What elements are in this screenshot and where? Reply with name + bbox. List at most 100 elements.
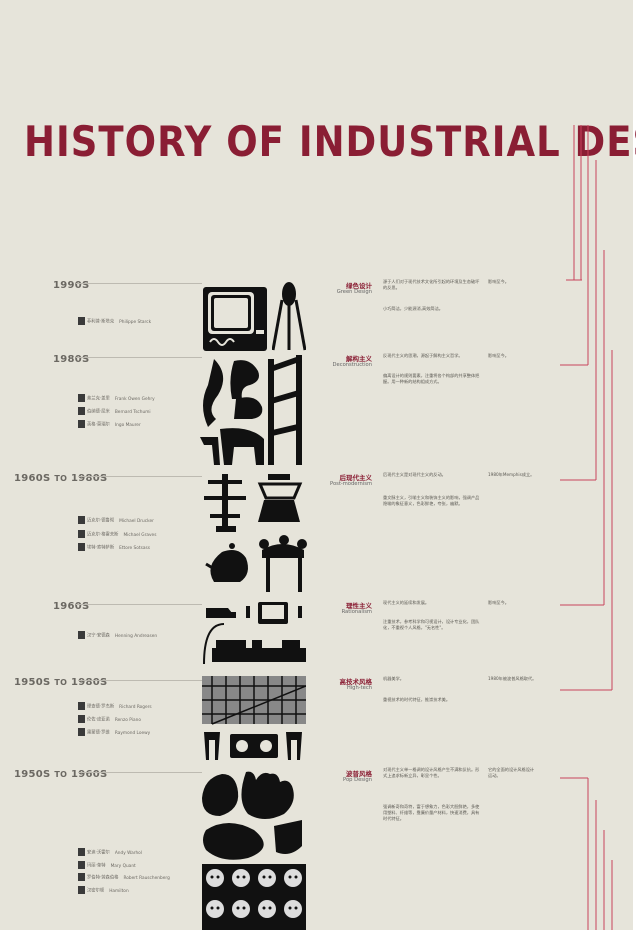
era-rule [78, 680, 202, 681]
era-end: 1980S [71, 677, 108, 688]
style-desc: 源于人们对于现代技术文化所引起的环境及生态破坏的反思。 [383, 279, 480, 291]
designer-en: Andy Warhol [114, 850, 143, 856]
designer-item: 伦佐·皮亚诺 Renzo Piano [78, 715, 141, 724]
era-rule [76, 283, 202, 284]
designer-cn: 伯纳德·屈米 [87, 409, 110, 415]
era-label: 1980S [53, 354, 90, 365]
style-desc: 机器美学。 [383, 676, 404, 681]
designer-en: Ingo Maurer [114, 422, 141, 428]
designer-cn: 迈克尔·格雷夫斯 [87, 532, 119, 538]
designer-item: 菲利普·斯塔克 Philippe Starck [78, 317, 151, 326]
tv-icon [203, 287, 267, 351]
era-rule [76, 604, 202, 605]
era-label: 1990S [53, 280, 90, 291]
designer-item: 罗伯特·劳森伯格 Robert Rauschenberg [78, 873, 170, 882]
style-desc: 对现代主义单一格调的设计风格产生不满和反抗。形式上追求标新立异，彰显个性。 [383, 767, 480, 779]
style-cn: 理性主义 [346, 602, 372, 610]
style-desc: 现代主义的延续和发展。 [383, 600, 430, 605]
poster-title: HISTORY OF INDUSTRIAL DESIGN [24, 118, 636, 167]
style-desc: 偏离设计的规则要素，注重将各个构部的共享整体把握。用一种新的结构组成方式。 [383, 373, 480, 385]
style-cn: 绿色设计 [346, 282, 372, 290]
designer-en: Michael Graves [123, 532, 157, 538]
style-note: 1980年Memphis成立。 [488, 472, 535, 477]
style-desc: 后现代主义是对现代主义的反动。 [383, 472, 446, 477]
style-note: 影响至今。 [488, 279, 509, 284]
style-desc: 注重技术，参考科学和可视设计，设计专业化，团队化，不重视个人风格，"无名性"。 [383, 619, 480, 631]
designer-item: 汉密尔顿 Hamilton [78, 886, 129, 895]
era-rule [76, 357, 202, 358]
portrait-photo [78, 317, 85, 325]
electronics-icon [203, 602, 306, 665]
style-en: High-tech [346, 685, 372, 691]
style-desc: 重文脉主义，引喻主义和装饰主义的影响，强调产品隐喻的象征意义，色彩鲜艳，夸张，幽… [383, 495, 480, 507]
designer-en: Philippe Starck [119, 319, 152, 325]
designer-cn: 理查德·罗杰斯 [87, 704, 115, 710]
chair-icon [200, 355, 302, 465]
portrait-photo [78, 516, 85, 524]
style-en: Post-modernism [330, 481, 372, 487]
portrait-photo [78, 702, 85, 710]
era-rule [78, 476, 202, 477]
style-cn: 高技术风格 [339, 678, 373, 686]
era-to: TO [54, 474, 68, 483]
portrait-photo [78, 631, 85, 639]
era-label: 1960S [53, 601, 90, 612]
designer-cn: 迈克尔·德鲁彻 [87, 518, 115, 524]
style-cn: 解构主义 [346, 355, 372, 363]
style-en: Deconstruction [332, 362, 372, 368]
designer-item: 迈克尔·德鲁彻 Michael Drucker [78, 516, 154, 525]
designer-en: Hamilton [109, 888, 129, 894]
designer-cn: 英格·莫瑞尔 [87, 422, 110, 428]
designer-cn: 汉密尔顿 [87, 888, 105, 894]
designer-item: 理查德·罗杰斯 Richard Rogers [78, 702, 152, 711]
portrait-photo [78, 407, 85, 415]
portrait-photo [78, 715, 85, 723]
era-end: 1960S [71, 769, 108, 780]
style-note: 影响至今。 [488, 353, 509, 358]
designer-cn: 玛丽·奎特 [87, 863, 106, 869]
portrait-photo [78, 420, 85, 428]
style-desc: 强调新奇和奇特，富于想象力，色彩大胆鲜艳，多使用塑料、纤维等，靠廉价量产材料，快… [383, 804, 480, 822]
portrait-photo [78, 394, 85, 402]
era-start: 1950S [14, 677, 51, 688]
style-cn: 后现代主义 [339, 474, 373, 482]
style-en: Rationalism [341, 609, 372, 615]
marilyn-grid-icon [202, 864, 306, 930]
era-label: 1960S TO 1980S [14, 473, 108, 484]
designer-en: Michael Drucker [119, 518, 154, 524]
era-start: 1960S [14, 473, 51, 484]
portrait-photo [78, 886, 85, 894]
designer-en: Raymond Loewy [114, 730, 151, 736]
designer-en: Bernard Tschumi [114, 409, 151, 415]
portrait-photo [78, 530, 85, 538]
designer-en: Robert Rauschenberg [123, 875, 170, 881]
portrait-photo [78, 861, 85, 869]
era-to: TO [54, 678, 68, 687]
portrait-photo [78, 728, 85, 736]
designer-en: Richard Rogers [119, 704, 152, 710]
style-en: Pop Design [343, 777, 372, 783]
style-en: Green Design [336, 289, 372, 295]
era-end: 1980S [71, 473, 108, 484]
designer-en: Renzo Piano [114, 717, 141, 723]
era-start: 1950S [14, 769, 51, 780]
designer-en: Ettore Sotsass [119, 545, 150, 551]
portrait-photo [78, 543, 85, 551]
designer-en: Henning Andreasen [114, 633, 158, 639]
style-desc: 小巧简洁，少能源消,高效简洁。 [383, 306, 443, 311]
designer-cn: 罗伯特·劳森伯格 [87, 875, 119, 881]
memphis-shelf-icon [204, 474, 307, 592]
designer-item: 伯纳德·屈米 Bernard Tschumi [78, 407, 151, 416]
style-note: 影响至今。 [488, 600, 509, 605]
style-desc: 反现代主义的思潮，源起于解构主义哲学。 [383, 353, 463, 358]
era-label: 1950S TO 1960S [14, 769, 108, 780]
designer-cn: 伦佐·皮亚诺 [87, 717, 110, 723]
pop-furniture-icon [202, 771, 302, 860]
designer-cn: 菲利普·斯塔克 [87, 319, 115, 325]
designer-item: 迈克尔·格雷夫斯 Michael Graves [78, 530, 156, 539]
